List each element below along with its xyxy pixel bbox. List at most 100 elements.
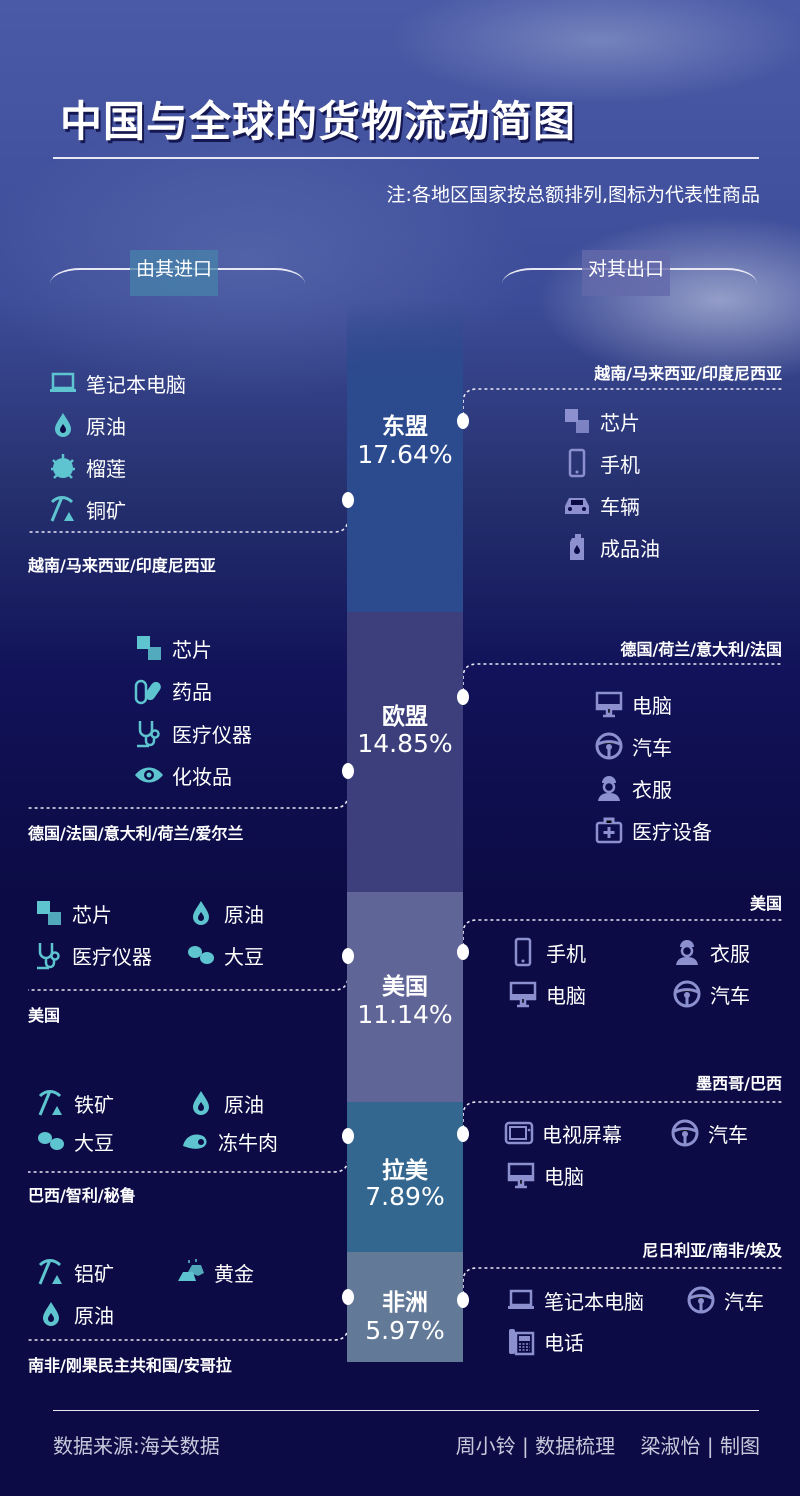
- title-divider: [53, 157, 759, 159]
- import-item: 原油: [36, 1299, 114, 1329]
- import-item: 芯片: [134, 633, 212, 663]
- share-bar-4: [347, 1252, 463, 1362]
- item-label: 医疗设备: [632, 819, 712, 844]
- import-item: 医疗仪器: [134, 718, 252, 748]
- export-item: 汽车: [594, 731, 672, 761]
- export-item: 手机: [508, 937, 586, 967]
- export-connector: [462, 1101, 782, 1134]
- share-bar-0: [347, 300, 463, 612]
- region-share: 14.85%: [357, 729, 453, 758]
- worker-icon: [676, 940, 698, 965]
- export-countries: 尼日利亚/南非/埃及: [642, 1241, 782, 1260]
- oil-bottle-icon: [570, 534, 584, 560]
- pickaxe-icon: [38, 1090, 62, 1116]
- monitor-icon: [595, 691, 623, 718]
- export-countries: 墨西哥/巴西: [696, 1074, 782, 1093]
- export-connector: [462, 663, 782, 697]
- export-item: 车辆: [562, 490, 640, 520]
- import-item: 芯片: [34, 898, 112, 928]
- share-bar-1: [347, 612, 463, 892]
- import-countries: 南非/刚果民主共和国/安哥拉: [28, 1356, 232, 1375]
- region-share: 11.14%: [357, 1000, 453, 1029]
- export-connector: [462, 388, 782, 421]
- credits: 周小铃 | 数据梳理 梁淑怡 | 制图: [455, 1434, 760, 1458]
- footer-divider: [53, 1410, 759, 1411]
- export-countries: 美国: [749, 894, 782, 913]
- item-label: 原油: [86, 414, 126, 439]
- oil-drop-icon: [55, 413, 71, 437]
- note-text: 注:各地区国家按总额排列,图标为代表性商品: [386, 184, 760, 206]
- item-label: 大豆: [74, 1130, 114, 1155]
- stethoscope-icon: [37, 943, 60, 970]
- region-share: 5.97%: [365, 1316, 445, 1345]
- import-countries: 美国: [28, 1006, 61, 1025]
- export-header: 对其出口: [582, 250, 671, 296]
- import-item: 铁矿: [36, 1088, 114, 1118]
- oil-drop-icon: [193, 901, 209, 925]
- phone-icon: [568, 448, 586, 478]
- telephone-icon: [509, 1329, 535, 1356]
- region-share: 17.64%: [357, 440, 453, 469]
- import-item: 原油: [186, 898, 264, 928]
- steering-wheel-icon: [595, 732, 623, 760]
- item-label: 化妆品: [172, 764, 232, 789]
- stethoscope-icon: [137, 721, 160, 748]
- export-item: 汽车: [670, 1118, 748, 1148]
- chip-icon: [565, 409, 589, 433]
- item-label: 手机: [546, 941, 586, 966]
- export-item: 成品油: [562, 532, 660, 562]
- medkit-icon: [595, 817, 623, 844]
- import-item: 铜矿: [48, 494, 126, 524]
- item-label: 原油: [224, 902, 264, 927]
- import-item: 黄金: [176, 1257, 254, 1287]
- item-label: 冻牛肉: [218, 1130, 278, 1155]
- car-icon: [565, 498, 589, 514]
- item-label: 电脑: [544, 1164, 584, 1189]
- laptop-icon: [50, 372, 76, 392]
- soybean-icon: [38, 1132, 64, 1150]
- steering-wheel-icon: [671, 1119, 699, 1147]
- export-dot: [457, 689, 469, 705]
- item-label: 铁矿: [74, 1092, 114, 1117]
- import-header: 由其进口: [130, 250, 219, 296]
- item-label: 医疗仪器: [72, 944, 152, 969]
- item-label: 汽车: [708, 1122, 748, 1147]
- import-item: 铝矿: [36, 1257, 114, 1287]
- region-share: 7.89%: [365, 1182, 445, 1211]
- steering-wheel-icon: [687, 1286, 715, 1314]
- item-label: 手机: [600, 452, 640, 477]
- item-label: 榴莲: [86, 456, 126, 481]
- region-name: 东盟: [382, 414, 428, 440]
- monitor-icon: [509, 981, 537, 1008]
- import-countries: 越南/马来西亚/印度尼西亚: [28, 556, 216, 575]
- pill-icon: [134, 679, 161, 705]
- import-dot: [342, 492, 354, 508]
- region-name: 美国: [382, 974, 428, 1000]
- item-label: 电脑: [632, 693, 672, 718]
- item-label: 电话: [544, 1330, 584, 1355]
- data-source: 数据来源:海关数据: [53, 1434, 220, 1458]
- item-label: 大豆: [224, 944, 264, 969]
- import-item: 大豆: [186, 940, 264, 970]
- export-item: 电视屏幕: [504, 1118, 622, 1148]
- export-item: 手机: [562, 448, 640, 478]
- oil-drop-icon: [193, 1091, 209, 1115]
- item-label: 笔记本电脑: [86, 372, 186, 397]
- import-item: 医疗仪器: [34, 940, 152, 970]
- export-item: 汽车: [672, 979, 750, 1009]
- worker-icon: [598, 776, 620, 801]
- export-item: 电话: [506, 1326, 584, 1356]
- item-label: 原油: [224, 1092, 264, 1117]
- monitor-icon: [507, 1162, 535, 1189]
- item-label: 黄金: [214, 1261, 254, 1286]
- export-item: 衣服: [594, 773, 672, 803]
- export-countries: 德国/荷兰/意大利/法国: [620, 640, 782, 659]
- durian-icon: [51, 454, 75, 479]
- import-dot: [342, 1128, 354, 1144]
- export-item: 电脑: [508, 979, 586, 1009]
- item-label: 芯片: [172, 637, 212, 662]
- export-dot: [457, 1126, 469, 1142]
- item-label: 铜矿: [86, 498, 126, 523]
- import-item: 化妆品: [134, 760, 232, 790]
